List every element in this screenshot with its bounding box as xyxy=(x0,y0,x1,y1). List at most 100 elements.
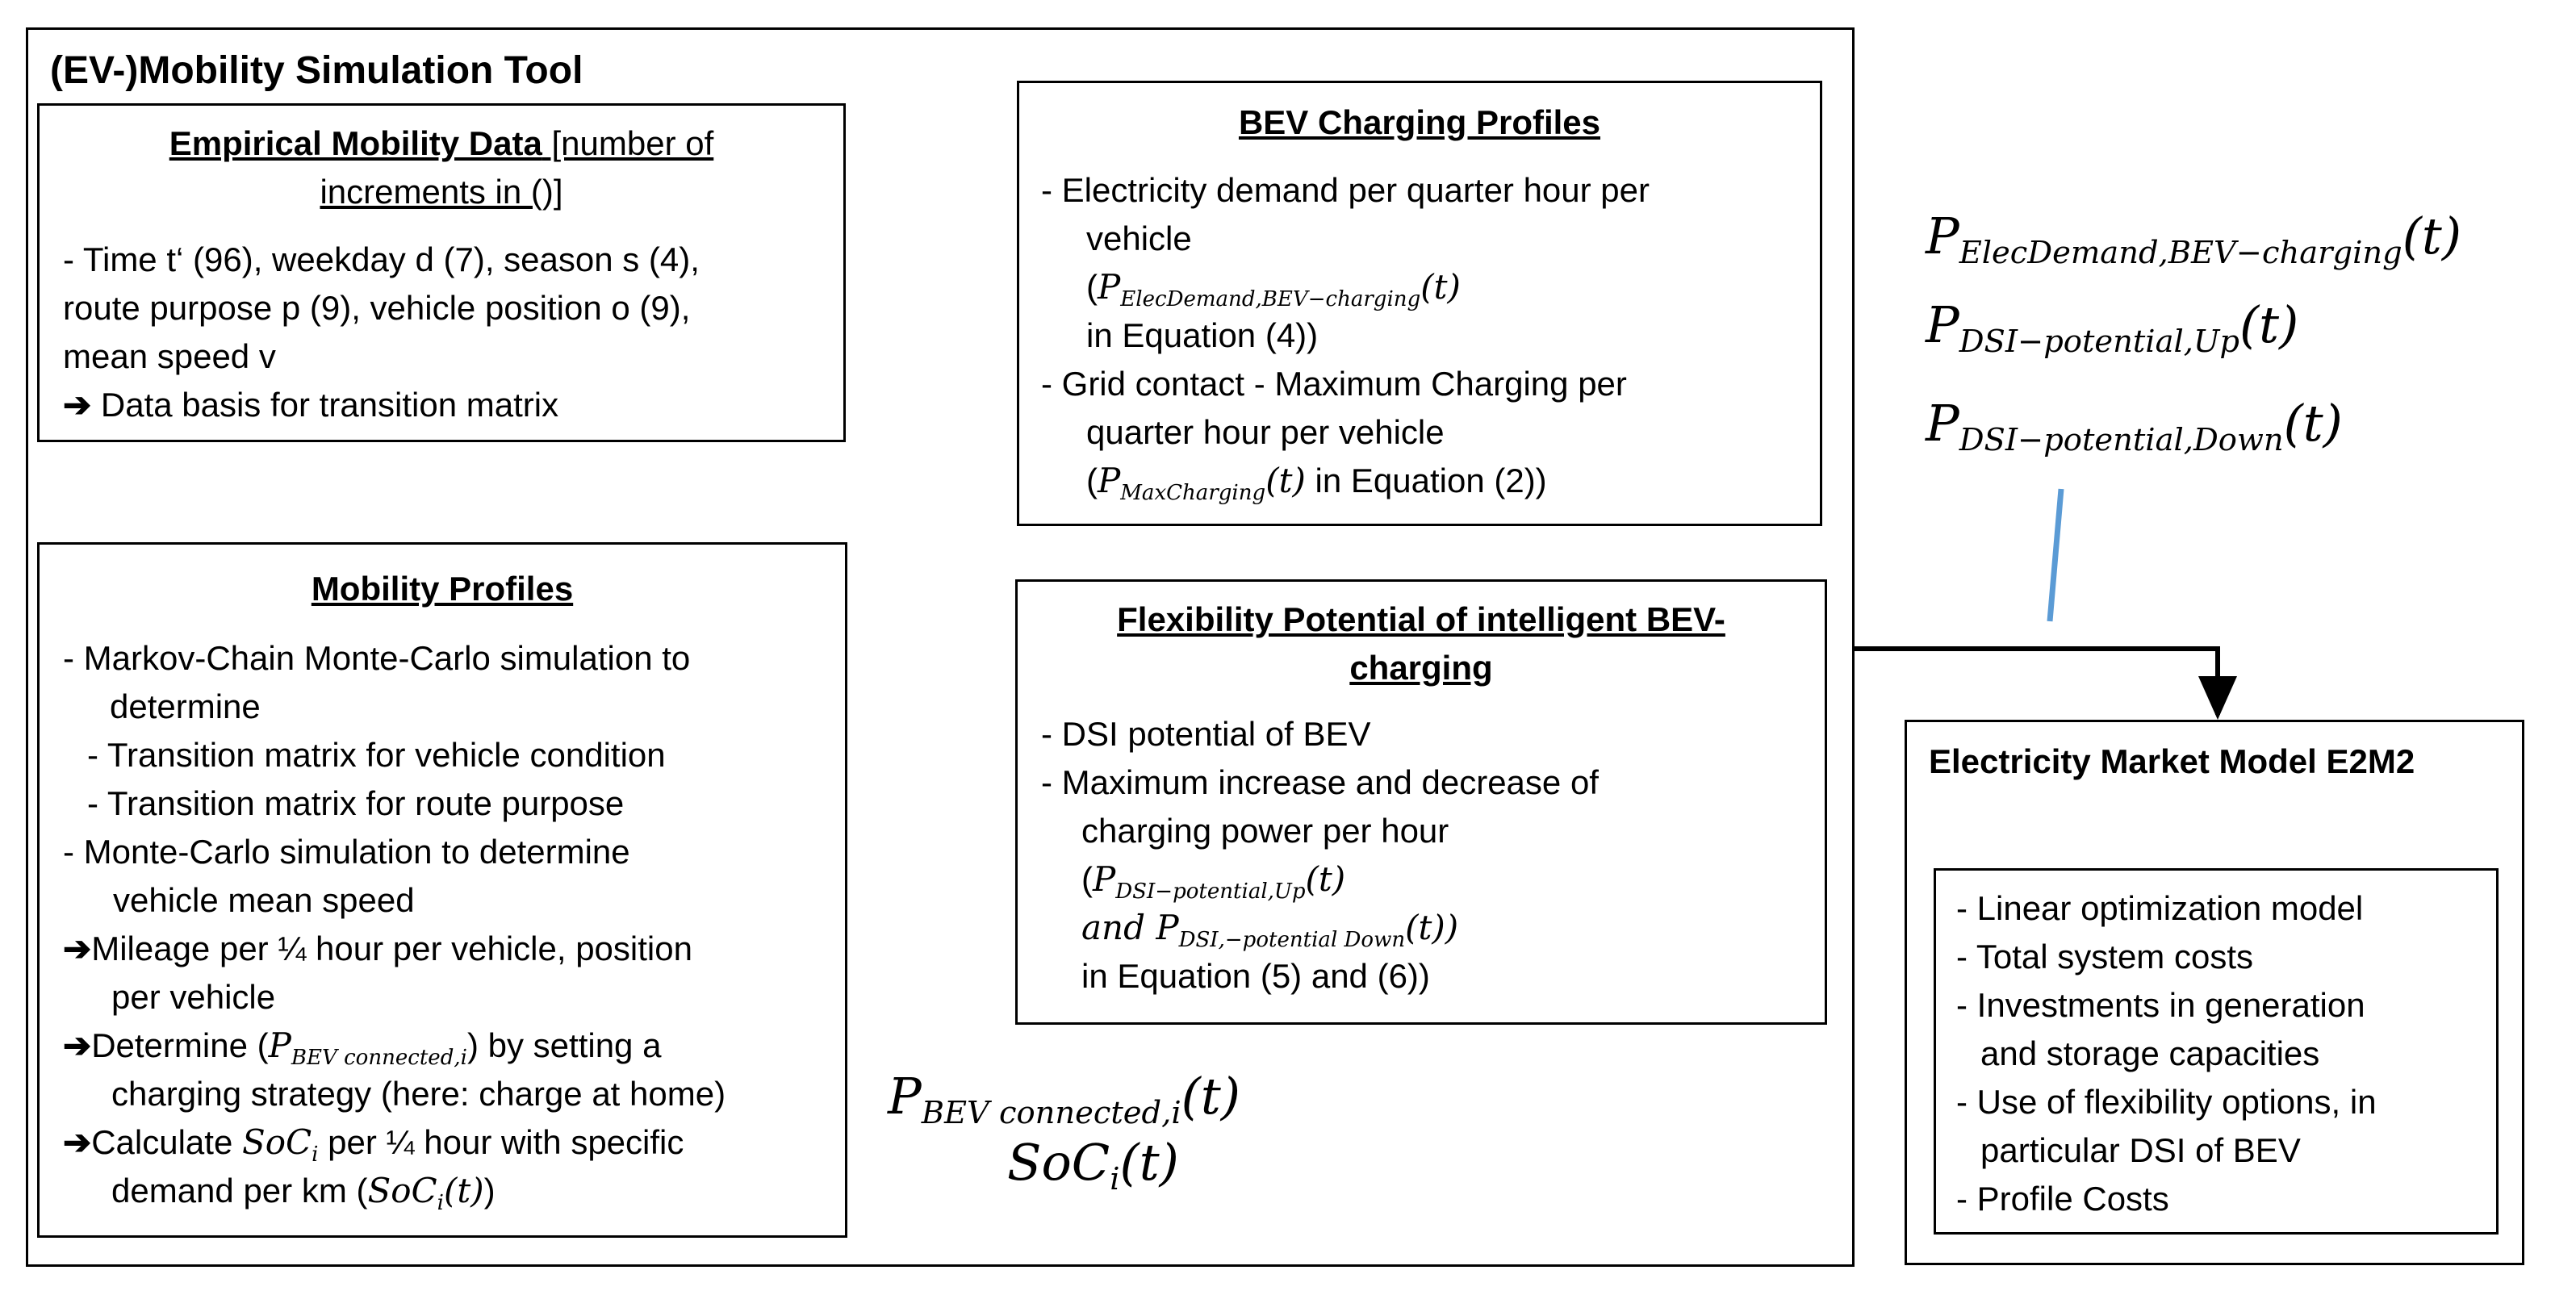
empirical-line-1: - Time t‘ (96), weekday d (7), season s … xyxy=(63,240,700,278)
mobility-line-11-sub: i xyxy=(312,1143,319,1168)
flex-line-4-a: ( xyxy=(1081,860,1093,898)
formula-dsi-up-arg: (t) xyxy=(2239,295,2299,354)
formula-soc-arg: (t) xyxy=(1119,1133,1179,1192)
empirical-line-4: ➔ Data basis for transition matrix xyxy=(63,381,558,429)
formula-dsi-down: PDSI−potential,Down(t) xyxy=(1926,394,2343,458)
bev-line-3-a: ( xyxy=(1086,268,1098,306)
empirical-line-4-text: Data basis for transition matrix xyxy=(100,386,559,424)
formula-bev-connected-arg: (t) xyxy=(1181,1067,1240,1126)
flex-line-3: charging power per hour xyxy=(1081,812,1449,850)
mobility-line-12-e: ) xyxy=(483,1172,496,1210)
mobility-line-6: vehicle mean speed xyxy=(113,881,415,919)
mobility-line-2: determine xyxy=(110,687,261,725)
empirical-title: Empirical Mobility Data [number of xyxy=(37,119,846,168)
mobility-line-12-sub: i xyxy=(437,1191,444,1216)
formula-bev-connected-sub: BEV connected,i xyxy=(921,1095,1181,1132)
formula-elec-demand-sub: ElecDemand,BEV−charging xyxy=(1959,235,2402,272)
mobility-line-3: - Transition matrix for vehicle conditio… xyxy=(87,736,666,774)
e2m2-item-6: particular DSI of BEV xyxy=(1980,1131,2301,1169)
flex-line-4-arg: (t) xyxy=(1305,859,1346,899)
formula-elec-demand-arg: (t) xyxy=(2402,207,2462,265)
frame-title: (EV-)Mobility Simulation Tool xyxy=(50,49,583,92)
mobility-title: Mobility Profiles xyxy=(311,570,574,608)
mobility-line-8: per vehicle xyxy=(111,978,276,1016)
accent-line-right xyxy=(2047,488,2064,622)
bev-line-6: quarter hour per vehicle xyxy=(1086,413,1445,451)
e2m2-item-7: - Profile Costs xyxy=(1956,1180,2169,1218)
flex-line-6: in Equation (5) and (6)) xyxy=(1081,957,1430,995)
right-arrow-icon: ➔ xyxy=(63,930,92,967)
right-arrow-icon: ➔ xyxy=(63,1123,92,1161)
right-arrow-icon: ➔ xyxy=(63,1026,92,1064)
mobility-line-11: ➔Calculate SoCi per ¼ hour with specific xyxy=(63,1118,684,1172)
empirical-line-3: mean speed v xyxy=(63,337,276,375)
flex-line-5-a: and P xyxy=(1081,908,1179,947)
formula-dsi-up: PDSI−potential,Up(t) xyxy=(1926,295,2299,360)
empirical-data-box xyxy=(37,103,846,442)
formula-soc-sub: i xyxy=(1110,1161,1120,1198)
bev-line-7-arg: (t) xyxy=(1265,461,1306,500)
mobility-line-9-d: ) by setting a xyxy=(466,1026,662,1064)
flex-line-4: (PDSI−potential,Up(t) xyxy=(1081,855,1345,909)
mobility-line-9-sub: BEV connected,i xyxy=(291,1046,467,1071)
flex-line-1: - DSI potential of BEV xyxy=(1041,715,1371,753)
empirical-title-bold: Empirical Mobility Data xyxy=(169,124,542,162)
bev-line-7-a: ( xyxy=(1086,462,1098,499)
flex-title-2: charging xyxy=(1349,649,1493,687)
e2m2-item-3: - Investments in generation xyxy=(1956,986,2365,1024)
flex-line-4-p: P xyxy=(1093,859,1116,899)
bev-line-7-p: P xyxy=(1098,461,1121,500)
formula-elec-demand-main: P xyxy=(1926,207,1959,265)
bev-line-4: in Equation (4)) xyxy=(1086,316,1319,354)
bev-line-5: - Grid contact - Maximum Charging per xyxy=(1041,365,1627,403)
right-arrow-icon: ➔ xyxy=(63,386,92,424)
mobility-line-7-text: Mileage per ¼ hour per vehicle, position xyxy=(91,930,692,967)
formula-dsi-down-arg: (t) xyxy=(2283,394,2343,453)
formula-dsi-down-main: P xyxy=(1926,394,1959,453)
formula-elec-demand: PElecDemand,BEV−charging(t) xyxy=(1926,207,2462,271)
flexibility-box xyxy=(1015,579,1827,1025)
mobility-line-1: - Markov-Chain Monte-Carlo simulation to xyxy=(63,639,691,677)
empirical-line-2: route purpose p (9), vehicle position o … xyxy=(63,289,691,327)
e2m2-title: Electricity Market Model E2M2 xyxy=(1929,742,2415,780)
mobility-line-10: charging strategy (here: charge at home) xyxy=(111,1075,726,1113)
empirical-title-rest-1: [number of xyxy=(542,124,714,162)
bev-line-7-sub: MaxCharging xyxy=(1120,481,1266,506)
mobility-line-9-p: P xyxy=(268,1026,291,1065)
mobility-line-11-a: Calculate xyxy=(91,1123,242,1161)
mobility-line-12-arg: (t) xyxy=(444,1171,484,1210)
flex-line-4-sub: DSI−potential,Up xyxy=(1115,879,1306,905)
flex-title-1: Flexibility Potential of intelligent BEV… xyxy=(1117,600,1725,638)
mobility-line-11-soc: SoC xyxy=(241,1122,312,1162)
e2m2-inner-box xyxy=(1934,868,2499,1235)
mobility-line-9-a: Determine ( xyxy=(91,1026,269,1064)
formula-dsi-down-sub: DSI−potential,Down xyxy=(1959,422,2284,459)
mobility-line-12: demand per km (SoCi(t)) xyxy=(111,1167,496,1220)
formula-soc: SoCi(t) xyxy=(1007,1133,1179,1197)
bev-title: BEV Charging Profiles xyxy=(1238,103,1601,141)
bev-line-3: (PElecDemand,BEV−charging(t) xyxy=(1086,263,1461,316)
mobility-line-4: - Transition matrix for route purpose xyxy=(87,784,625,822)
mobility-line-12-a: demand per km ( xyxy=(111,1172,368,1210)
formula-soc-main: SoC xyxy=(1007,1133,1110,1192)
e2m2-item-5: - Use of flexibility options, in xyxy=(1956,1083,2377,1121)
formula-dsi-up-sub: DSI−potential,Up xyxy=(1959,324,2239,361)
e2m2-item-2: - Total system costs xyxy=(1956,938,2253,976)
flex-line-5: and PDSI,−potential Down(t)) xyxy=(1081,904,1458,957)
bev-line-7: (PMaxCharging(t) in Equation (2)) xyxy=(1086,457,1547,510)
formula-bev-connected: PBEV connected,i(t) xyxy=(888,1067,1240,1131)
formula-dsi-up-main: P xyxy=(1926,295,1959,354)
formula-bev-connected-main: P xyxy=(888,1067,922,1126)
bev-line-1: - Electricity demand per quarter hour pe… xyxy=(1041,171,1650,209)
e2m2-item-4: and storage capacities xyxy=(1980,1034,2320,1072)
flex-line-5-arg: (t)) xyxy=(1405,908,1459,947)
bev-line-3-p: P xyxy=(1098,267,1121,307)
flex-line-2: - Maximum increase and decrease of xyxy=(1041,763,1599,801)
flex-line-5-sub: DSI,−potential Down xyxy=(1178,928,1406,953)
arrow-tool-to-e2m2 xyxy=(1854,646,2237,720)
mobility-line-7: ➔Mileage per ¼ hour per vehicle, positio… xyxy=(63,925,692,973)
mobility-profiles-box xyxy=(37,542,847,1238)
mobility-line-12-soc: SoC xyxy=(367,1171,437,1210)
mobility-line-5: - Monte-Carlo simulation to determine xyxy=(63,833,630,871)
mobility-line-9: ➔Determine (PBEV connected,i) by setting… xyxy=(63,1022,661,1075)
